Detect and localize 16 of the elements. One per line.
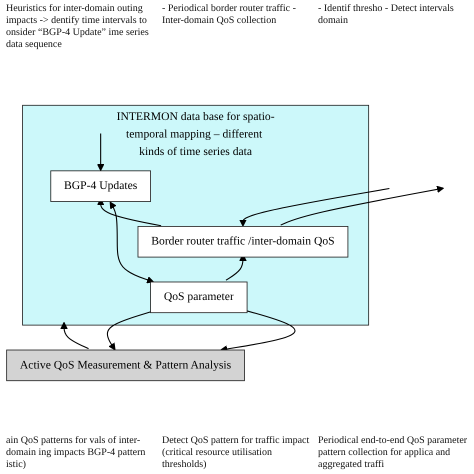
node-box: Border router traffic /inter-domain QoS xyxy=(138,226,348,258)
arrow xyxy=(60,322,89,350)
note-text: Heuristics for inter-domain outing impacts -> dentify time intervals to onsider “BGP-4 Update” ime series data sequence xyxy=(6,3,150,51)
note-text: - Periodical border router traffic - Inter-domain QoS collection xyxy=(162,3,297,28)
node-box: Active QoS Measurement & Pattern Analysis xyxy=(6,350,245,382)
arrow xyxy=(280,186,444,226)
node-box: QoS parameter xyxy=(150,282,248,314)
note-text: - Identif thresho - Detect intervals domain xyxy=(318,3,455,28)
note-text: ain QoS patterns for vals of inter-domain ing impacts BGP-4 pattern istic) xyxy=(6,435,146,471)
arrow xyxy=(239,188,390,227)
arrow xyxy=(106,311,151,350)
node-box: BGP-4 Updates xyxy=(50,170,151,202)
note-text: Detect QoS pattern for traffic impact (critical resource utilisation thresholds) xyxy=(162,435,310,471)
arrow xyxy=(97,134,104,172)
arrow xyxy=(110,201,154,284)
note-text: Periodical end-to-end QoS parameter pattern collection for applica and aggregated traffi xyxy=(318,435,468,471)
